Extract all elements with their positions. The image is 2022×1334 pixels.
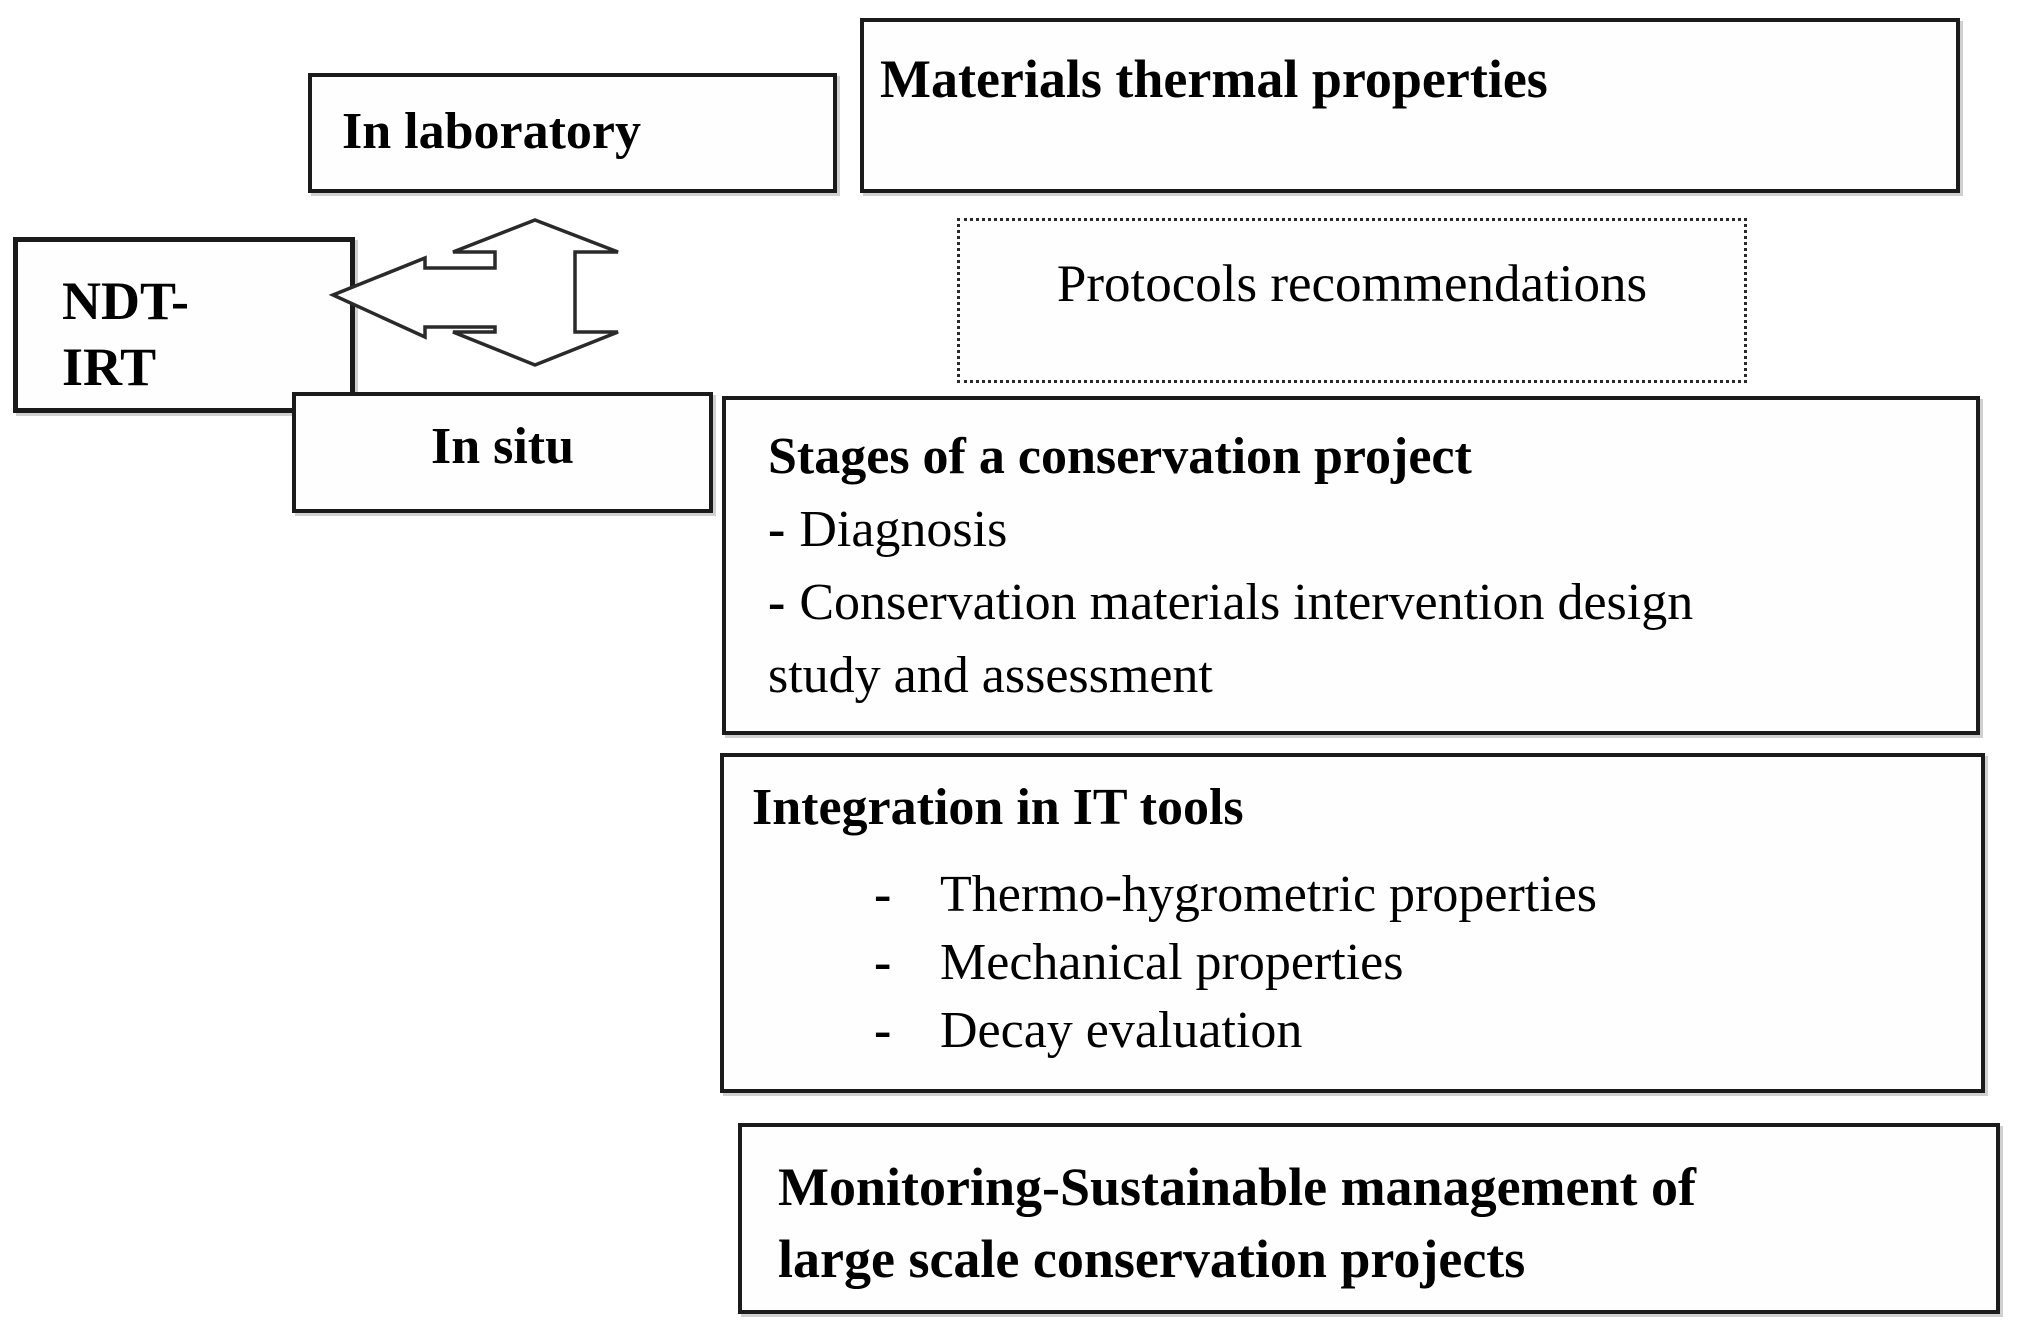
stages-item-diagnosis: -Diagnosis [768, 501, 1008, 558]
node-in-situ-label: In situ [430, 418, 575, 475]
integration-item-decay: -Decay evaluation [752, 997, 1953, 1065]
node-in-laboratory: In laboratory [308, 73, 837, 193]
three-way-arrow-shape [328, 218, 619, 367]
node-in-situ: In situ [292, 392, 713, 513]
stages-item-conservation-materials: -Conservation materials intervention des… [768, 574, 1694, 704]
bullet-dash: - [874, 866, 892, 923]
node-monitoring-sustainable-management: Monitoring-Sustainable management of lar… [738, 1123, 2000, 1314]
stages-title: Stages of a conservation project [768, 428, 1472, 485]
integration-list: -Thermo-hygrometric properties -Mechanic… [752, 861, 1953, 1065]
bullet-dash: - [874, 1002, 892, 1059]
bullet-dash: - [768, 501, 786, 558]
integration-item-thermo-hygrometric: -Thermo-hygrometric properties [752, 861, 1953, 929]
bullet-dash: - [768, 574, 786, 631]
node-protocols-label: Protocols recommendations [1056, 254, 1648, 313]
node-in-laboratory-label: In laboratory [342, 102, 641, 160]
integration-title: Integration in IT tools [752, 779, 1244, 836]
node-ndt-irt: NDT- IRT [13, 237, 355, 413]
node-integration-in-it-tools: Integration in IT tools -Thermo-hygromet… [720, 753, 1985, 1093]
node-materials-label: Materials thermal properties [880, 49, 1548, 109]
node-protocols-recommendations: Protocols recommendations [957, 218, 1747, 383]
node-ndt-irt-label-line2: IRT [62, 337, 157, 397]
node-monitoring-label: Monitoring-Sustainable management of lar… [778, 1157, 1696, 1289]
node-ndt-irt-label-line1: NDT- [62, 271, 190, 331]
integration-item-mechanical: -Mechanical properties [752, 929, 1953, 997]
bullet-dash: - [874, 934, 892, 991]
node-stages-of-conservation-project: Stages of a conservation project -Diagno… [722, 396, 1980, 735]
node-materials-thermal-properties: Materials thermal properties [860, 18, 1960, 193]
